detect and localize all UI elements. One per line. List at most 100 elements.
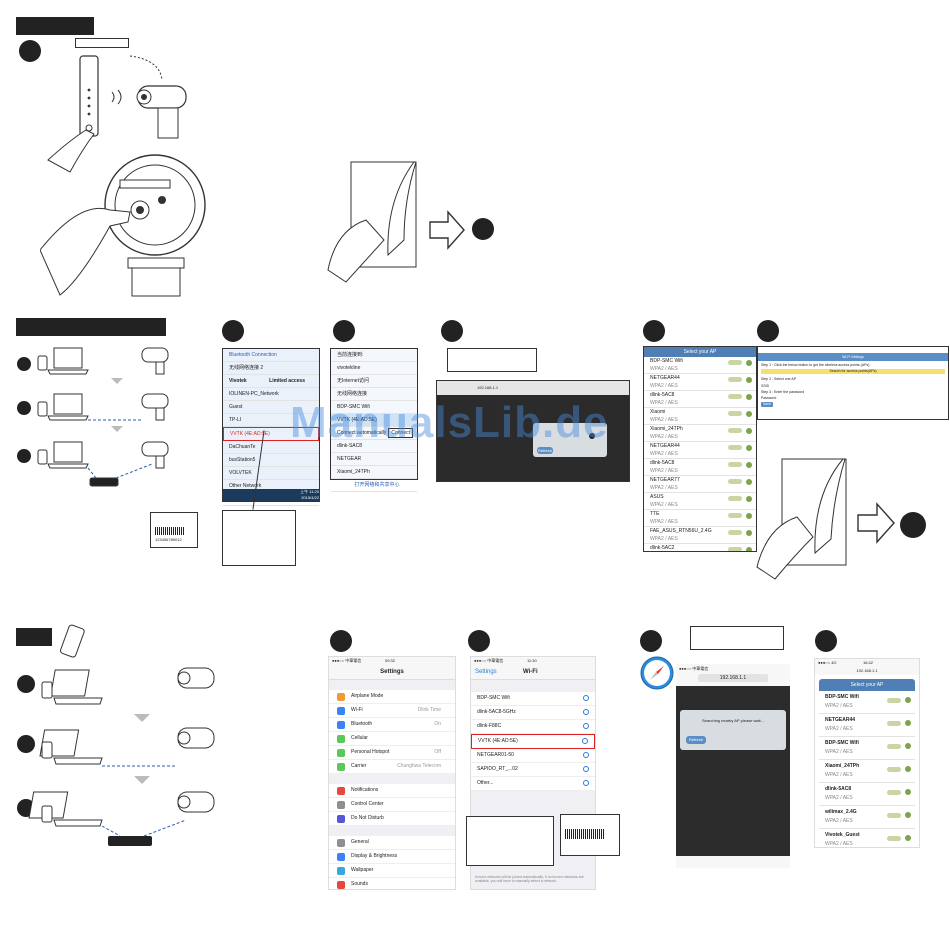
dialog-footer[interactable]: 打开网络和共享中心 — [331, 479, 417, 492]
back-button[interactable]: Settings — [475, 669, 497, 675]
taskbar-date: 2015/4/22 — [301, 495, 319, 500]
settings-row[interactable]: Airplane Mode — [329, 690, 455, 704]
dialog-title: 当前连接到: — [331, 349, 417, 362]
info-icon[interactable] — [583, 752, 589, 758]
settings-row[interactable]: General — [329, 836, 455, 850]
info-icon[interactable] — [583, 723, 589, 729]
list-item[interactable]: BDP-SMC Wifi — [331, 401, 417, 414]
step-marker — [643, 320, 665, 342]
settings-icon — [337, 881, 345, 889]
refresh-button[interactable]: Refresh — [686, 736, 706, 744]
url-bar[interactable]: 192.168.1.1 — [815, 667, 919, 675]
settings-row[interactable]: Sounds — [329, 878, 455, 889]
settings-icon — [337, 815, 345, 823]
list-item[interactable]: Guest — [223, 401, 319, 414]
search-aps-button[interactable]: Search for access points(APs) — [761, 369, 945, 374]
settings-row[interactable]: Cellular — [329, 732, 455, 746]
dialog-subtitle2: 无Internet访问 — [331, 375, 417, 388]
step-marker — [441, 320, 463, 342]
settings-icon — [337, 749, 345, 757]
step-marker — [472, 218, 494, 240]
list-item[interactable]: VOLVTEK — [223, 467, 319, 480]
settings-row[interactable]: Control Center — [329, 798, 455, 812]
settings-row[interactable]: Wallpaper — [329, 864, 455, 878]
wifi-network-row[interactable]: dlink-F88C — [471, 720, 595, 734]
search-message: Searching nearby AP please wait... — [702, 718, 764, 723]
page-flip-illustration — [327, 161, 417, 283]
ap-list-item[interactable]: dlink-5AC2WPA2 / AES — [644, 544, 756, 551]
taskbar-time: 上午 11:20 — [300, 489, 319, 494]
list-item[interactable]: IOLINEN-PC_Network — [223, 388, 319, 401]
list-item[interactable]: Xiaomi_24TPh — [331, 466, 417, 479]
wifi-network-row[interactable]: dlink-5AC8-5GHz — [471, 706, 595, 720]
list-item[interactable]: NETGEAR — [331, 453, 417, 466]
auto-connect-checkbox[interactable]: Connect automatically — [337, 430, 387, 436]
dialog-subtitle: vivotekline — [331, 362, 417, 375]
info-icon[interactable] — [583, 780, 589, 786]
settings-row[interactable]: Do Not Disturb — [329, 812, 455, 826]
list-item[interactable]: TP-LI — [223, 414, 319, 427]
settings-icon — [337, 763, 345, 771]
url-bar[interactable]: 192.168.1.1 — [698, 674, 768, 682]
browser-toolbar: 192.168.1.1 — [437, 381, 629, 395]
info-icon[interactable] — [583, 695, 589, 701]
list-item[interactable]: DaChuanTe — [223, 441, 319, 454]
list-item[interactable]: VVTK (4E:AD:5E) — [331, 414, 417, 427]
url-bar[interactable]: 192.168.1.1 — [477, 385, 499, 390]
ap-list-header: Select your AP — [819, 679, 915, 691]
step-marker — [330, 630, 352, 652]
info-icon[interactable] — [582, 738, 588, 744]
wifi-network-row[interactable]: Other... — [471, 777, 595, 791]
list-item[interactable]: busStation5 — [223, 454, 319, 467]
settings-icon — [337, 707, 345, 715]
settings-row[interactable]: Notifications — [329, 784, 455, 798]
info-icon[interactable] — [583, 766, 589, 772]
settings-row[interactable]: Display & Brightness — [329, 850, 455, 864]
url-callout — [690, 626, 784, 650]
ios-safari-screen: ●●●○○ 中華電信 192.168.1.1 Searching nearby … — [676, 664, 790, 868]
page-title: Settings — [329, 665, 455, 680]
list-item[interactable]: Vivotek Limited access — [223, 375, 319, 388]
list-item[interactable]: 无线网络连接 2 — [223, 362, 319, 375]
wifi-network-row[interactable]: SAPIDO_RT_...02 — [471, 763, 595, 777]
connect-button[interactable]: Connect — [388, 428, 413, 438]
setup-step2: Step 2 : Select one AP — [761, 377, 797, 381]
save-button[interactable]: Save — [761, 402, 773, 407]
wifi-network-row[interactable]: NETGEAR01-50 — [471, 749, 595, 763]
info-icon[interactable] — [583, 709, 589, 715]
wifi-network-row[interactable]: BDP-SMC Wifi — [471, 692, 595, 706]
next-arrow-icon — [429, 210, 465, 250]
search-dialog: Searching nearby AP please wait... Refre… — [680, 710, 786, 750]
product-label-callout: 123456789012 — [150, 512, 198, 548]
page-title: Wi-Fi — [523, 669, 538, 675]
safari-toolbar: ●●●○○ 中華電信 192.168.1.1 — [676, 664, 790, 686]
wifi-network-row[interactable]: VVTK (4E:AD:5E) — [471, 734, 595, 749]
refresh-button[interactable]: Refresh — [537, 447, 553, 454]
list-item-selected[interactable]: VVTK (4E:AD:5E) — [223, 427, 319, 441]
setup-step1: Step 1 : Click the below button to get t… — [761, 363, 871, 367]
list-item[interactable]: dlink-SAC8 — [331, 440, 417, 453]
